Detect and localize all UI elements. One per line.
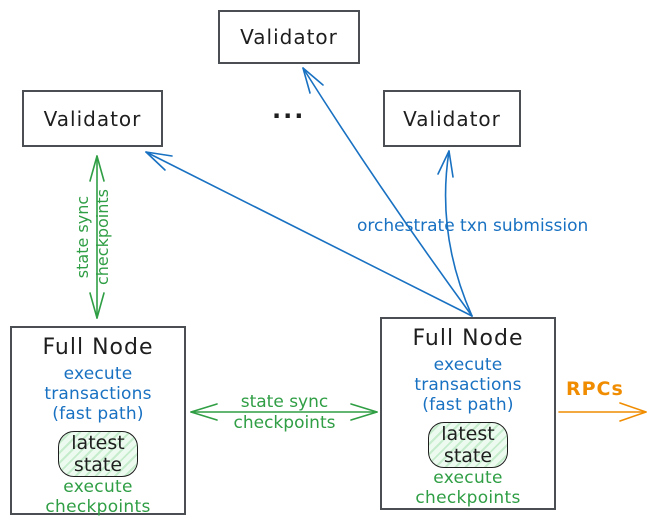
full-node-right-exec: execute transactions (fast path) [382, 355, 554, 415]
full-node-left-footer: execute checkpoints [45, 477, 151, 517]
full-node-right-title: Full Node [412, 326, 524, 351]
label-state-sync-horizontal-line1: state sync [240, 392, 329, 412]
label-state-sync-horizontal: state sync checkpoints [212, 392, 357, 434]
latest-state-left-line2: state [73, 454, 123, 476]
full-node-left-exec-line2: (fast path) [52, 404, 144, 424]
full-node-left-title: Full Node [42, 335, 154, 360]
label-state-sync-vertical-line1: state sync [73, 195, 92, 279]
full-node-right-exec-line2: (fast path) [422, 395, 514, 415]
label-state-sync-horizontal-line2: checkpoints [233, 413, 336, 433]
arrow-state-sync-fullnodes [190, 403, 378, 421]
full-node-left-exec-line1: execute transactions [44, 364, 152, 404]
arrow-rpcs [558, 402, 647, 422]
arrow-orchestrate-to-top-validator [302, 67, 473, 317]
full-node-box-right: Full Node execute transactions (fast pat… [380, 317, 556, 510]
validator-left-label: Validator [43, 106, 142, 131]
arrow-orchestrate-to-right-validator [437, 150, 473, 317]
full-node-box-left: Full Node execute transactions (fast pat… [10, 326, 186, 517]
latest-state-box-left: latest state [58, 431, 138, 477]
full-node-left-exec: execute transactions (fast path) [12, 364, 184, 424]
latest-state-left-line1: latest [71, 432, 125, 454]
label-orchestrate-txn-submission: orchestrate txn submission [357, 216, 589, 236]
arrow-orchestrate-to-left-validator [145, 151, 473, 317]
full-node-right-footer: execute checkpoints [415, 468, 521, 508]
latest-state-right-line2: state [443, 445, 493, 467]
label-state-sync-vertical-line2: checkpoints [93, 189, 112, 285]
label-state-sync-vertical: state sync checkpoints [73, 177, 113, 297]
validator-box-left: Validator [22, 90, 163, 147]
validator-right-label: Validator [403, 106, 501, 131]
latest-state-box-right: latest state [428, 422, 508, 468]
arrow-state-sync-validator [89, 155, 105, 319]
validator-top-label: Validator [240, 25, 338, 49]
validators-ellipsis: ... [272, 96, 306, 124]
latest-state-right-line1: latest [441, 423, 495, 445]
validator-box-right: Validator [383, 90, 521, 147]
validator-box-top: Validator [218, 10, 360, 64]
label-rpcs: RPCs [566, 378, 624, 400]
full-node-right-exec-line1: execute transactions [414, 355, 522, 395]
